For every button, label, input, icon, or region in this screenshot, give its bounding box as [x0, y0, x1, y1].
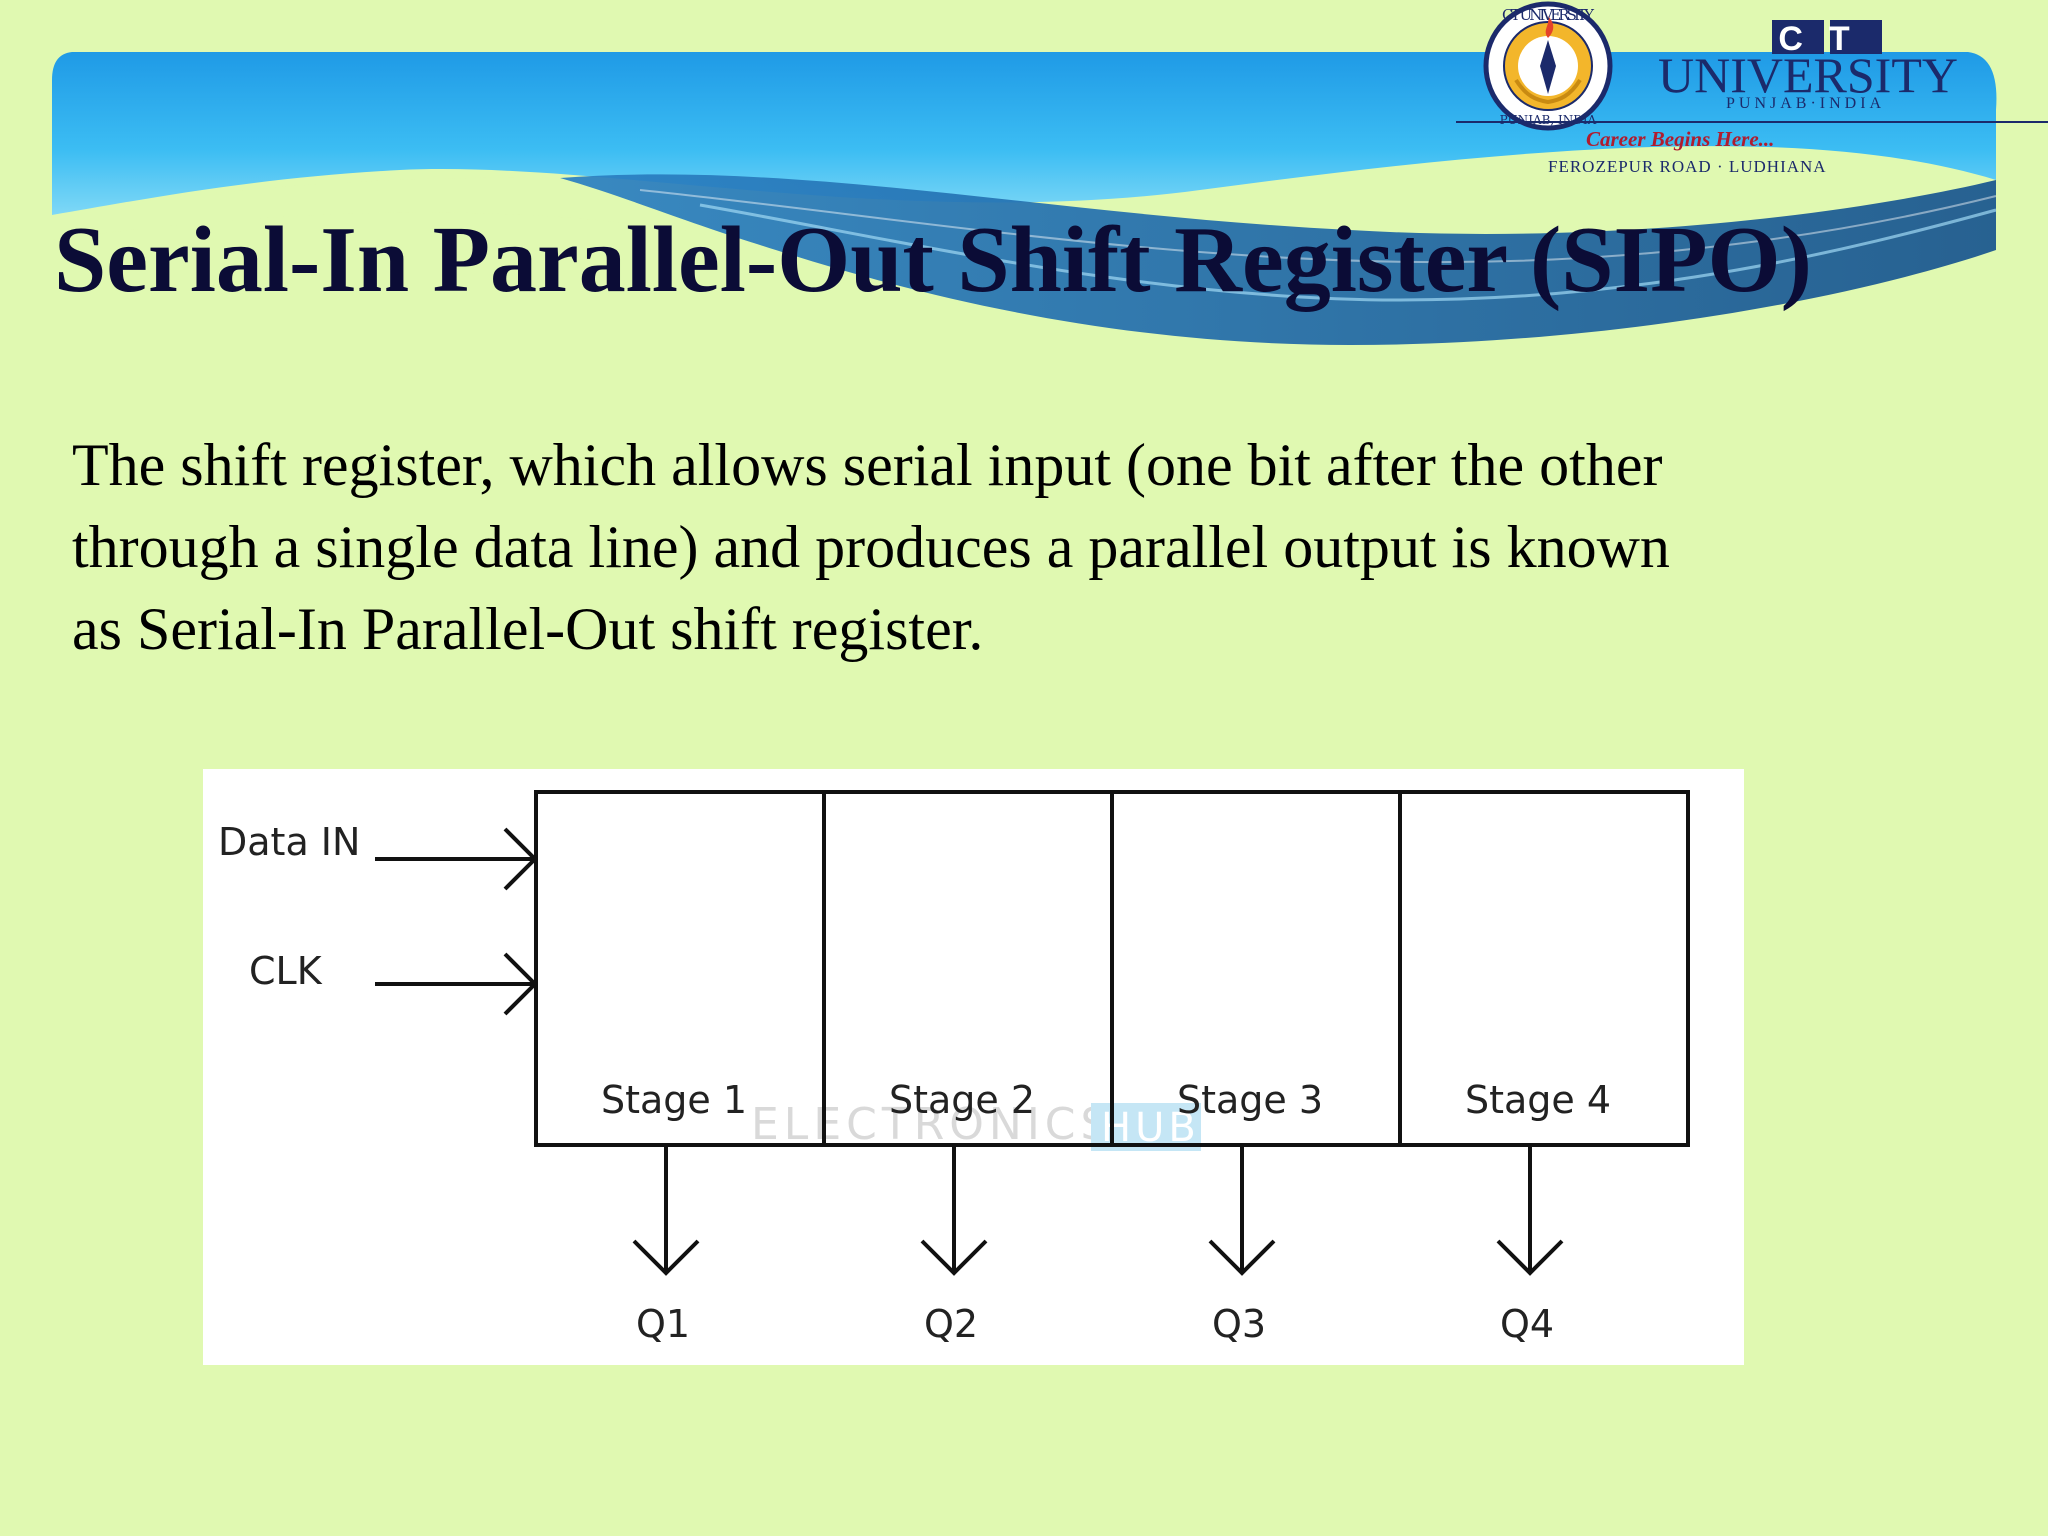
stage-2-label: Stage 2: [889, 1078, 1035, 1122]
wordmark-ct: CT: [1778, 20, 1875, 58]
seal-top-text: CT UNIVERSITY: [1502, 6, 1595, 24]
slide-title: Serial-In Parallel-Out Shift Register (S…: [54, 208, 1812, 312]
data-in-label: Data IN: [218, 820, 360, 864]
body-line-1: The shift register, which allows serial …: [72, 432, 1663, 498]
university-logo: CT UNIVERSITY PUNJAB, INDIA CT UNIVERSIT…: [1456, 1, 2048, 176]
wordmark-location: PUNJAB·INDIA: [1726, 95, 1885, 112]
q1-label: Q1: [636, 1302, 690, 1346]
sipo-diagram: ELECTRONICS HUB Data IN CLK Stage 1 Stag…: [203, 769, 1744, 1365]
stage-3-label: Stage 3: [1177, 1078, 1323, 1122]
q2-label: Q2: [924, 1302, 978, 1346]
stage-1-label: Stage 1: [601, 1078, 747, 1122]
stage-4-label: Stage 4: [1465, 1078, 1611, 1122]
slide-body-paragraph: The shift register, which allows serial …: [72, 424, 1972, 670]
data-in-arrowhead: [503, 827, 538, 891]
q4-arrowhead: [1496, 1239, 1564, 1276]
clk-label: CLK: [249, 949, 323, 993]
wordmark-university: UNIVERSITY: [1658, 47, 1958, 103]
q2-arrowhead: [920, 1239, 988, 1276]
seal-bottom-text: PUNJAB, INDIA: [1500, 113, 1597, 127]
body-line-3: as Serial-In Parallel-Out shift register…: [72, 596, 984, 662]
watermark-electronics: ELECTRONICS: [751, 1099, 1113, 1150]
logo-address: FEROZEPUR ROAD · LUDHIANA: [1548, 157, 1827, 176]
q1-arrowhead: [632, 1239, 700, 1276]
body-line-2: through a single data line) and produces…: [72, 514, 1670, 580]
logo-tagline: Career Begins Here...: [1586, 127, 1774, 151]
q3-arrowhead: [1208, 1239, 1276, 1276]
q3-label: Q3: [1212, 1302, 1266, 1346]
q4-label: Q4: [1500, 1302, 1554, 1346]
clk-arrowhead: [503, 952, 538, 1016]
